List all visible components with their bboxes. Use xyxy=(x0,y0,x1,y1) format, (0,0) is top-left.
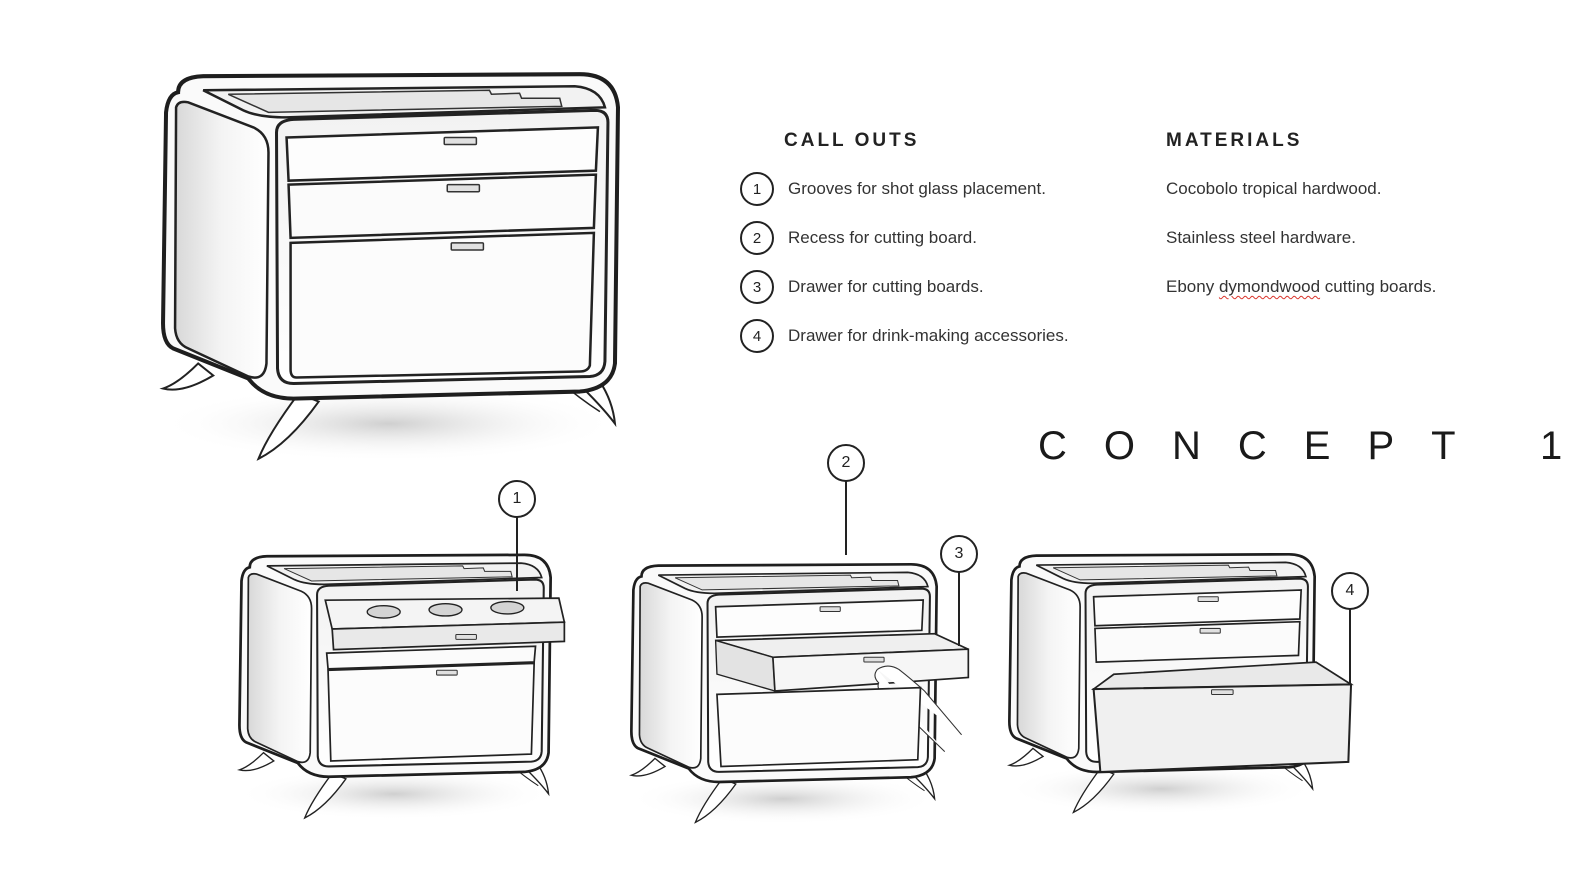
marker-leader-line xyxy=(958,572,960,646)
marker-leader-line xyxy=(845,481,847,555)
drawer-middle xyxy=(287,173,598,240)
drawer-bottom xyxy=(289,231,596,379)
callout-number-badge: 3 xyxy=(740,270,774,304)
callout-item: 3 Drawer for cutting boards. xyxy=(740,269,984,305)
callout-item: 1 Grooves for shot glass placement. xyxy=(740,171,1046,207)
material-item: Ebony dymondwood cutting boards. xyxy=(1166,277,1436,297)
material-item: Stainless steel hardware. xyxy=(1166,228,1356,247)
marker-leader-line xyxy=(516,517,518,591)
callout-item: 2 Recess for cutting board. xyxy=(740,220,977,256)
callout-item: 4 Drawer for drink-making accessories. xyxy=(740,318,1069,354)
marker-badge: 2 xyxy=(827,444,865,482)
material-text-suffix: cutting boards. xyxy=(1320,277,1437,296)
spellcheck-flagged-word[interactable]: dymondwood xyxy=(1218,277,1321,296)
callout-number-badge: 1 xyxy=(740,172,774,206)
marker-badge: 4 xyxy=(1331,572,1369,610)
material-text-prefix: Ebony xyxy=(1166,277,1219,296)
callout-text: Recess for cutting board. xyxy=(788,228,977,247)
callout-text: Grooves for shot glass placement. xyxy=(788,179,1046,198)
concept-title: CONCEPT 1 xyxy=(1038,424,1574,468)
material-item: Cocobolo tropical hardwood. xyxy=(1166,179,1382,198)
callouts-heading: CALL OUTS xyxy=(784,130,920,151)
drawer-top xyxy=(285,126,600,182)
callout-number-badge: 4 xyxy=(740,319,774,353)
cabinet-sketch-shot-glass-tray xyxy=(236,546,566,822)
cabinet-sketch-cutting-board-drawer xyxy=(628,556,970,826)
callout-number-badge: 2 xyxy=(740,221,774,255)
marker-badge: 3 xyxy=(940,535,978,573)
callout-text: Drawer for drink-making accessories. xyxy=(788,326,1069,345)
materials-heading: MATERIALS xyxy=(1166,130,1303,151)
main-cabinet-sketch xyxy=(158,62,620,464)
cabinet-sketch-accessories-drawer xyxy=(1006,546,1354,816)
marker-badge: 1 xyxy=(498,480,536,518)
marker-leader-line xyxy=(1349,609,1351,685)
callout-text: Drawer for cutting boards. xyxy=(788,277,984,296)
